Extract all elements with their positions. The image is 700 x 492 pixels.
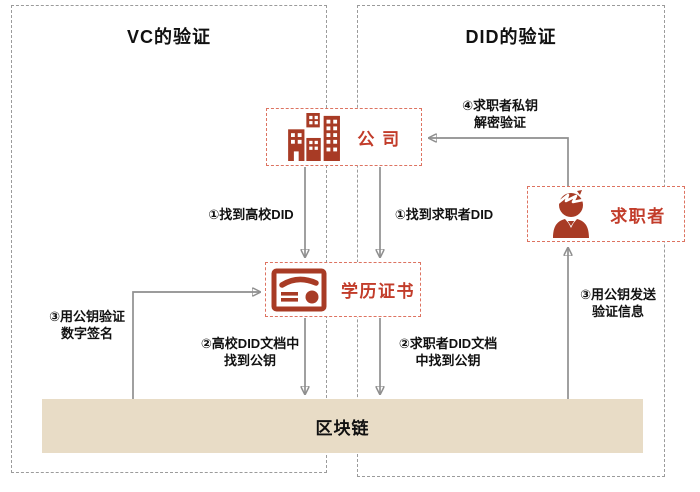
edge-label-find-university-did: ①找到高校DID: [208, 207, 294, 222]
panel-title-did: DID的验证: [465, 27, 557, 47]
jobseeker-node: 求职者: [527, 186, 685, 242]
edge-label-jobseeker-did-doc: ②求职者DID文档 中找到公钥: [398, 336, 498, 368]
buildings-icon: [288, 113, 341, 161]
edge-label-private-key-decrypt: ④求职者私钥 解密验证: [461, 98, 539, 130]
certificate-icon: [271, 268, 327, 311]
blockchain-label: 区块链: [315, 418, 370, 438]
certificate-label: 学历证书: [341, 282, 415, 301]
panel-title-vc: VC的验证: [126, 27, 211, 47]
edge-label-send-verification: ③用公钥发送 验证信息: [579, 287, 657, 319]
edge-label-verify-signature: ③用公钥验证 数字签名: [48, 309, 126, 341]
jobseeker-label: 求职者: [610, 206, 666, 226]
vc-verification-panel: VC的验证: [11, 5, 327, 473]
person-icon: [553, 190, 590, 238]
company-label: 公 司: [357, 129, 401, 149]
certificate-node: 学历证书: [265, 262, 421, 317]
blockchain-bar: 区块链: [42, 399, 643, 453]
company-node: 公 司: [266, 108, 422, 166]
edge-label-find-jobseeker-did: ①找到求职者DID: [394, 207, 494, 222]
edge-label-university-did-doc: ②高校DID文档中 找到公钥: [200, 336, 300, 368]
